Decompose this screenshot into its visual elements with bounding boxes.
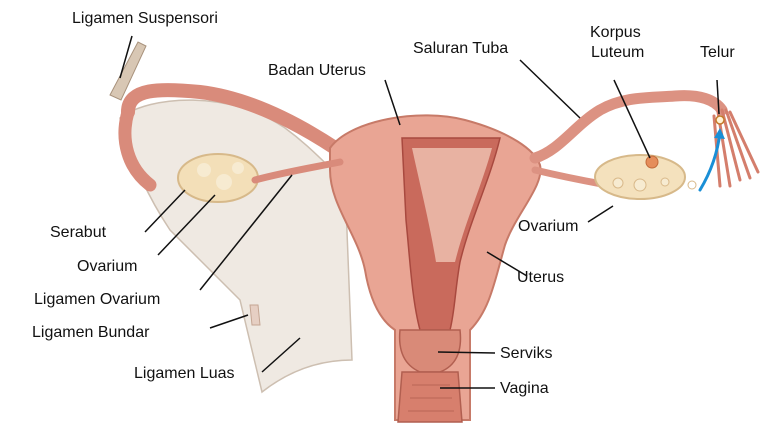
round-ligament-shape [250,305,260,325]
label-uterus: Uterus [517,269,564,287]
label-corpus-luteum-line1: Korpus [590,24,641,42]
label-corpus-luteum-line2: Luteum [591,44,644,62]
label-uterus-body: Badan Uterus [268,62,366,80]
vagina-shape [398,372,462,422]
label-ovary-right: Ovarium [518,218,578,236]
label-vagina: Vagina [500,380,549,398]
label-broad-ligament: Ligamen Luas [134,365,235,383]
label-egg: Telur [700,44,735,62]
label-fimbriae: Serabut [50,224,106,242]
label-fallopian-tube: Saluran Tuba [413,40,508,58]
label-ovary-left: Ovarium [77,258,137,276]
label-suspensory-ligament: Ligamen Suspensori [72,10,218,28]
egg-shape [716,116,724,124]
label-round-ligament: Ligamen Bundar [32,324,149,342]
right-fallopian-tube-shape [535,96,722,158]
label-cervix: Serviks [500,345,552,363]
label-ovarian-ligament: Ligamen Ovarium [34,291,160,309]
right-ovary-shape [595,155,685,199]
corpus-luteum-shape [646,156,658,168]
